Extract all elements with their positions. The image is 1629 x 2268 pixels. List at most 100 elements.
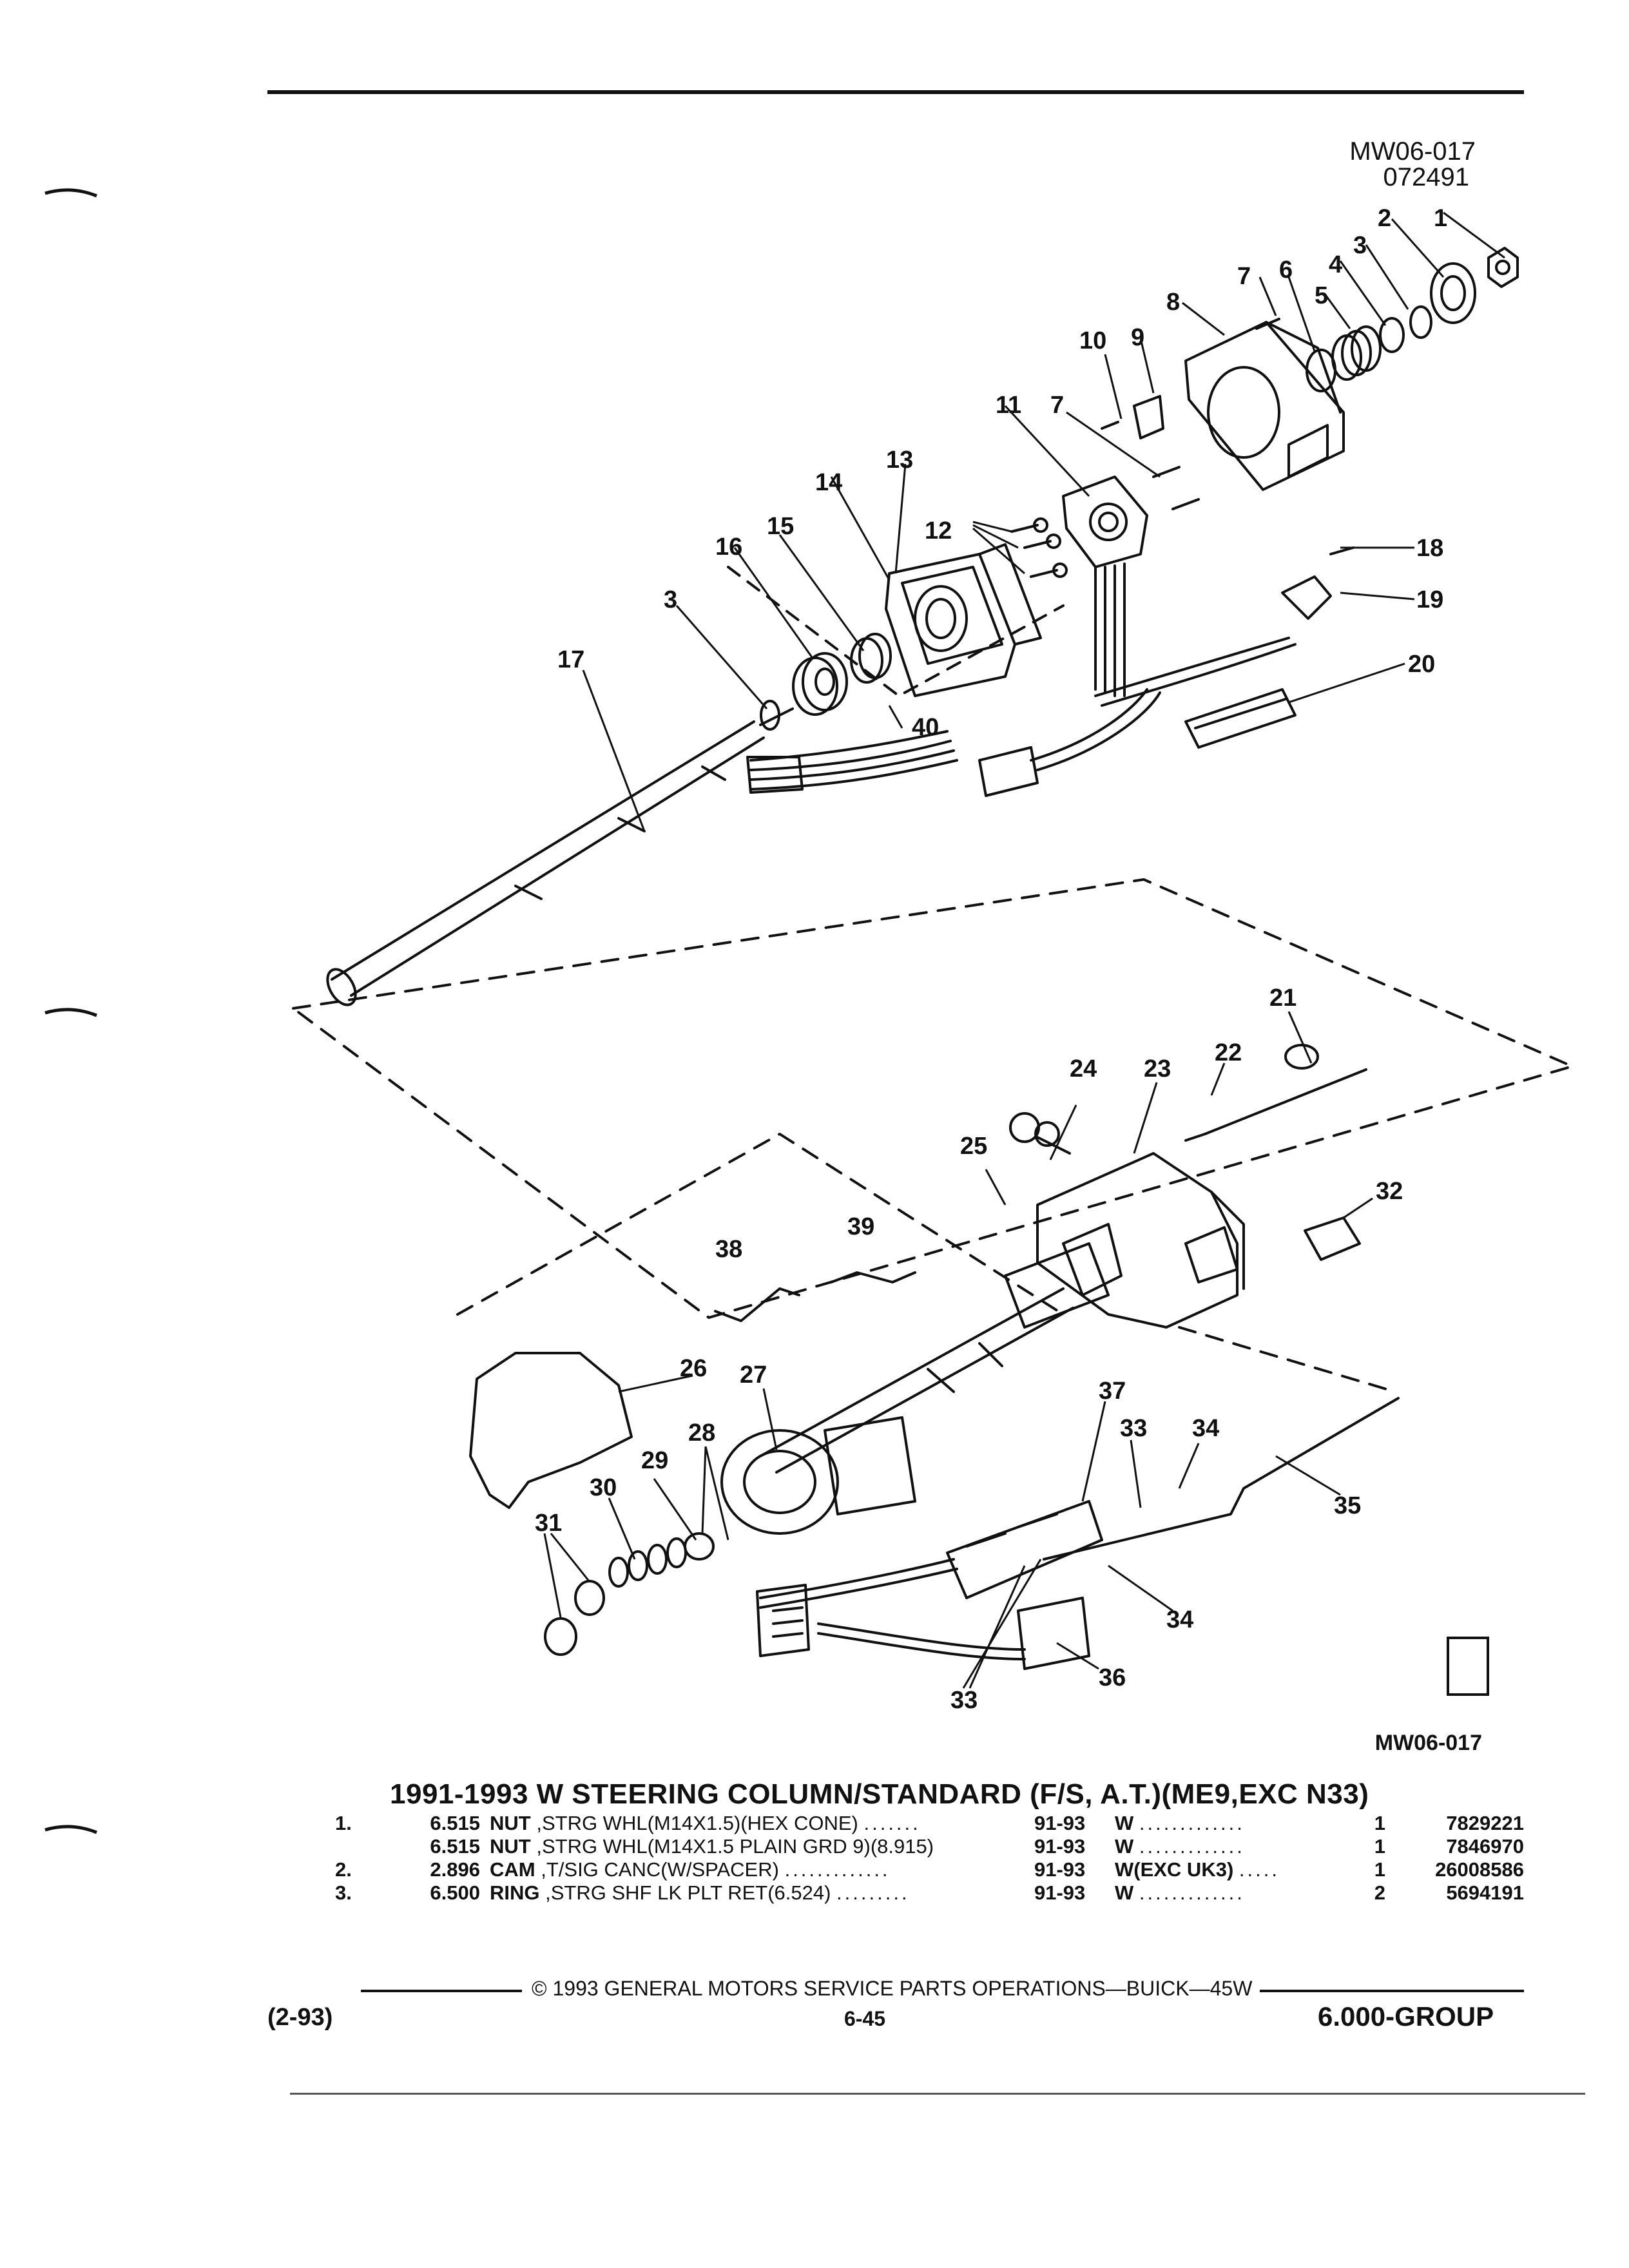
callout-28: 28 <box>688 1419 716 1446</box>
callout-20: 20 <box>1408 651 1436 678</box>
callout-33-lower: 33 <box>950 1687 978 1714</box>
gm-spo-logo <box>1447 1637 1489 1696</box>
model-code: W ............. <box>1115 1835 1245 1858</box>
model-years: 91-93 <box>1034 1881 1086 1904</box>
footer-line-right <box>1260 1990 1524 1992</box>
part-number: 7829221 <box>1446 1812 1524 1834</box>
callout-3: 3 <box>1353 232 1367 259</box>
footer-copyright: © 1993 GENERAL MOTORS SERVICE PARTS OPER… <box>532 1977 1253 2000</box>
washer-3 <box>1409 305 1432 339</box>
callout-4: 4 <box>1329 251 1343 278</box>
main-dashed-plane <box>292 878 1574 1319</box>
column-housing <box>1036 1152 1245 1329</box>
part-description: RING ,STRG SHF LK PLT RET(6.524) .......… <box>490 1881 910 1904</box>
diagram-code-top: MW06-017 <box>1349 137 1476 166</box>
callout-15: 15 <box>767 513 795 540</box>
callout-34-lower: 34 <box>1166 1606 1194 1633</box>
callout-6: 6 <box>1279 256 1293 284</box>
model-code: W ............. <box>1115 1881 1245 1904</box>
group-number: 6.500 <box>430 1881 480 1904</box>
callout-11: 11 <box>996 392 1022 419</box>
ring-29 <box>684 1532 715 1561</box>
callout-5: 5 <box>1315 282 1329 309</box>
lock-cylinder <box>1009 1112 1071 1155</box>
callout-2: 2 <box>1378 205 1392 232</box>
screw-18 <box>1329 546 1354 555</box>
callout-16: 16 <box>715 533 743 561</box>
callout-21: 21 <box>1269 985 1297 1012</box>
item-number: 1. <box>335 1812 352 1834</box>
bearing-15 <box>850 633 892 684</box>
callout-23: 23 <box>1144 1055 1171 1082</box>
bracket-9 <box>1133 395 1164 439</box>
group-number: 6.515 <box>430 1812 480 1834</box>
callout-34-upper: 34 <box>1192 1415 1220 1442</box>
washer-4 <box>1379 317 1405 353</box>
callout-13: 13 <box>886 447 914 474</box>
callout-7-top: 7 <box>1237 263 1251 290</box>
lever-39 <box>830 1271 916 1283</box>
connector-36 <box>817 1597 1090 1670</box>
diagram-code-bottom: MW06-017 <box>1374 1731 1482 1755</box>
item-number: 2. <box>335 1858 352 1881</box>
callout-10: 10 <box>1079 327 1107 354</box>
callout-18: 18 <box>1416 535 1444 562</box>
callout-3-lower: 3 <box>664 586 678 613</box>
item-number: 3. <box>335 1881 352 1904</box>
bearing-housing <box>720 1416 916 1535</box>
callout-32: 32 <box>1376 1178 1403 1205</box>
parts-row: 6.515 NUT ,STRG WHL(M14X1.5 PLAIN GRD 9)… <box>0 1835 1629 1858</box>
model-code: W(EXC UK3) ..... <box>1115 1858 1280 1881</box>
margin-mark-3 <box>44 1825 97 1834</box>
connector-32 <box>1304 1216 1361 1261</box>
callout-8: 8 <box>1166 289 1181 316</box>
model-years: 91-93 <box>1034 1835 1086 1858</box>
screw-10 <box>1101 421 1119 430</box>
callout-9: 9 <box>1131 324 1145 351</box>
part-number: 26008586 <box>1435 1858 1524 1881</box>
steering-shaft <box>326 707 794 1006</box>
callout-14: 14 <box>815 469 843 496</box>
parts-row: 1. 6.515 NUT ,STRG WHL(M14X1.5)(HEX CONE… <box>0 1812 1629 1835</box>
group-number: 6.515 <box>430 1835 480 1858</box>
quantity: 1 <box>1374 1858 1385 1881</box>
actuator-rod-35 <box>1043 1397 1400 1561</box>
model-years: 91-93 <box>1034 1812 1086 1834</box>
quantity: 1 <box>1374 1835 1385 1858</box>
callout-29: 29 <box>641 1447 669 1474</box>
buzzer-wire <box>1204 1044 1367 1135</box>
top-rule <box>267 90 1524 94</box>
parts-row: 2. 2.896 CAM ,T/SIG CANC(W/SPACER) .....… <box>0 1858 1629 1881</box>
part-number: 7846970 <box>1446 1835 1524 1858</box>
callout-19: 19 <box>1416 586 1444 613</box>
housing-cover <box>1184 321 1345 491</box>
callout-27: 27 <box>740 1361 767 1389</box>
callout-12: 12 <box>925 517 952 544</box>
footer-group: 6.000-GROUP <box>1318 2001 1494 2032</box>
part-description: CAM ,T/SIG CANC(W/SPACER) ............. <box>490 1858 891 1881</box>
turn-signal-switch <box>1062 476 1148 697</box>
callout-37: 37 <box>1099 1378 1126 1405</box>
wiring-harness <box>746 637 1296 797</box>
bearing-16 <box>792 652 848 716</box>
right-dashed-plane <box>1178 1326 1396 1393</box>
callout-35: 35 <box>1334 1492 1362 1519</box>
callout-24: 24 <box>1070 1055 1097 1082</box>
section-title: 1991-1993 W STEERING COLUMN/STANDARD (F/… <box>390 1778 1369 1810</box>
retaining-ring <box>760 700 780 731</box>
lower-dashed-plane <box>456 1133 1065 1316</box>
callout-17: 17 <box>557 646 585 673</box>
washer-6 <box>1306 349 1336 392</box>
diagram-date-code: 072491 <box>1383 163 1469 191</box>
callout-39: 39 <box>847 1213 875 1240</box>
part-number: 5694191 <box>1446 1881 1524 1904</box>
part-description: NUT ,STRG WHL(M14X1.5 PLAIN GRD 9)(8.915… <box>490 1835 934 1858</box>
callout-26: 26 <box>680 1355 708 1382</box>
group-number: 2.896 <box>430 1858 480 1881</box>
switch-19 <box>1281 575 1332 620</box>
footer-line-left <box>361 1990 522 1992</box>
rod-38 <box>714 1287 800 1322</box>
parts-row: 3. 6.500 RING ,STRG SHF LK PLT RET(6.524… <box>0 1881 1629 1905</box>
margin-mark-2 <box>44 1008 97 1017</box>
bottom-rule <box>290 2093 1585 2095</box>
